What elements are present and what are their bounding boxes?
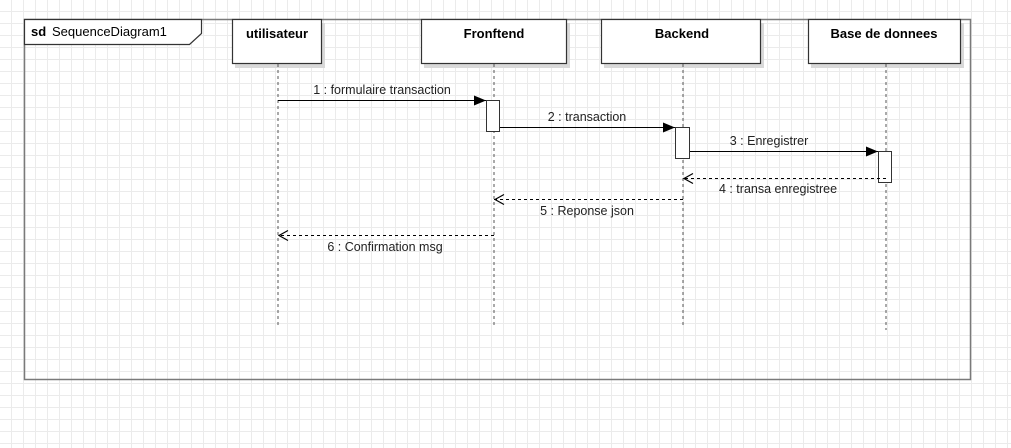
lifeline-label: utilisateur <box>246 26 308 41</box>
message-3-label: 3 : Enregistrer <box>730 134 809 148</box>
message-1-label: 1 : formulaire transaction <box>313 83 451 97</box>
lifeline-head-frontend[interactable] <box>420 18 568 65</box>
message-5[interactable]: 5 : Reponse json <box>494 200 683 219</box>
message-2[interactable]: 2 : transaction <box>500 110 675 133</box>
lifeline-frontend[interactable]: Fronftend <box>420 18 571 327</box>
frame-border <box>23 18 972 381</box>
lifeline-head-utilisateur[interactable] <box>231 18 323 65</box>
lifeline-db[interactable]: Base de donnees <box>807 18 965 331</box>
frame: sd SequenceDiagram1 <box>23 18 972 381</box>
lifeline-label: Base de donnees <box>831 26 938 41</box>
message-2-label: 2 : transaction <box>548 110 627 124</box>
message-1[interactable]: 1 : formulaire transaction <box>278 83 486 106</box>
message-6-label: 6 : Confirmation msg <box>327 240 442 254</box>
lifeline-head-db[interactable] <box>807 18 962 65</box>
frame-name: SequenceDiagram1 <box>52 24 167 39</box>
lifeline-head-backend[interactable] <box>600 18 762 65</box>
activation-bar-frontend[interactable] <box>486 100 500 132</box>
frame-tab <box>23 18 203 46</box>
lifeline-label: Backend <box>655 26 709 41</box>
message-4[interactable]: 4 : transa enregistree <box>683 179 886 197</box>
activation-bar-backend[interactable] <box>675 127 690 159</box>
message-5-label: 5 : Reponse json <box>540 204 634 218</box>
message-4-label: 4 : transa enregistree <box>719 182 837 196</box>
lifeline-backend[interactable]: Backend <box>600 18 765 327</box>
lifeline-label: Fronftend <box>464 26 525 41</box>
frame-keyword: sd <box>31 24 46 39</box>
activation-bar-db[interactable] <box>878 151 892 183</box>
lifeline-utilisateur[interactable]: utilisateur <box>231 18 326 327</box>
message-6[interactable]: 6 : Confirmation msg <box>278 236 494 255</box>
message-3[interactable]: 3 : Enregistrer <box>690 134 878 157</box>
